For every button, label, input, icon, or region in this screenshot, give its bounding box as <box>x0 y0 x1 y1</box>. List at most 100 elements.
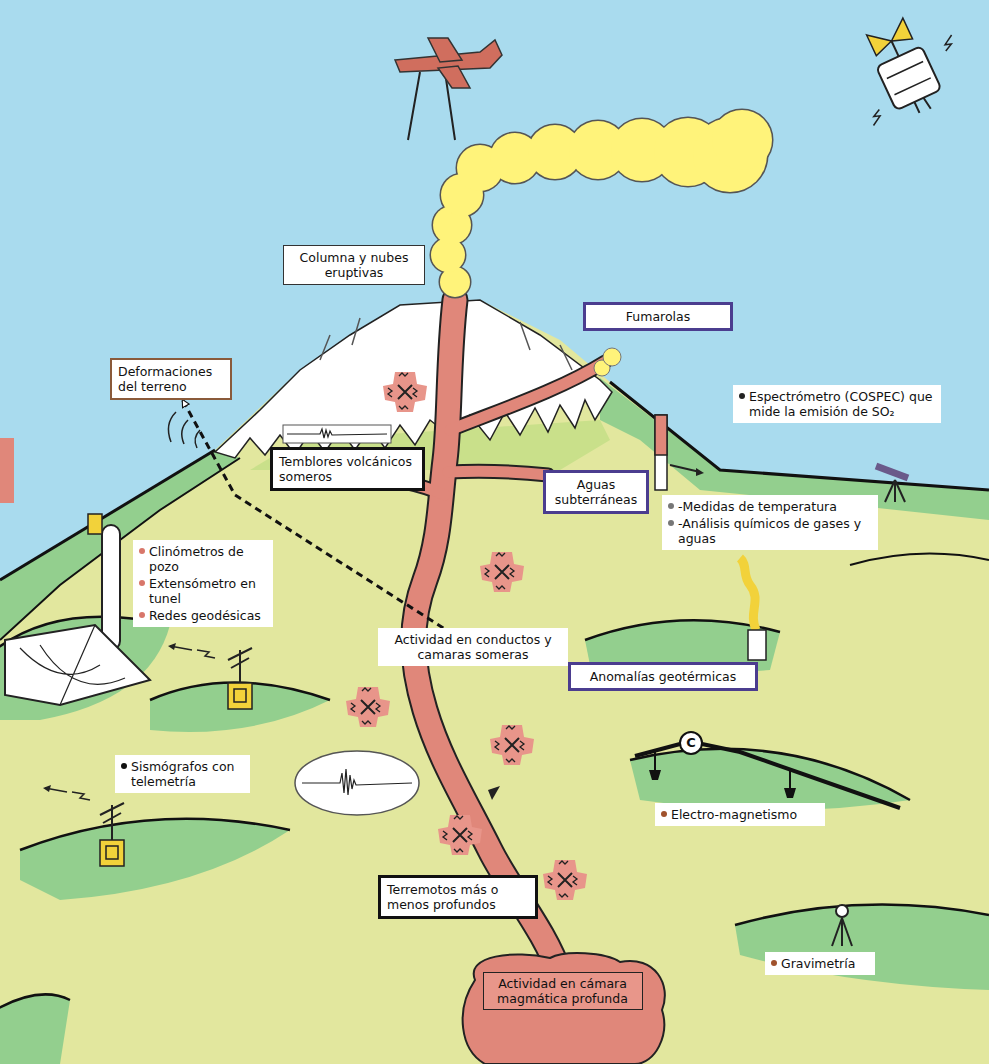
eruption-plume <box>431 110 772 297</box>
grass-patches <box>20 819 290 850</box>
fumarole-puff <box>603 348 621 366</box>
electromagnetic-circuit <box>649 770 796 798</box>
earthquake-symbols <box>438 815 482 855</box>
instrument-box: Sismógrafos con telemetría <box>115 755 250 793</box>
label-box: Terremotos más o menos profundos <box>378 875 538 919</box>
instrument-box: -Medidas de temperatura -Análisis químico… <box>662 495 878 550</box>
circuit-symbol-letter: C <box>684 736 698 749</box>
node-text: Deformaciones del terreno <box>118 364 224 394</box>
seismograph-station <box>43 643 252 866</box>
magma-chamber: Actividad en cámara magmática profunda <box>455 950 670 1064</box>
seismograph-station <box>228 648 252 683</box>
magma-conduit <box>488 786 500 800</box>
node-text: Electro-magnetismo <box>661 807 819 822</box>
node-text: Anomalías geotérmicas <box>577 669 749 684</box>
earthquake-symbols <box>480 552 524 592</box>
gravimeter <box>832 905 852 946</box>
earthquake-symbols <box>383 372 427 412</box>
earthquake-symbols <box>490 725 534 765</box>
cospec-telescope <box>885 480 905 502</box>
slope-lines <box>168 412 200 448</box>
edge-marker <box>0 438 14 503</box>
well-clinometer <box>88 514 102 534</box>
node-text: Fumarolas <box>592 309 724 324</box>
seismogram <box>295 751 419 815</box>
label-box: Columna y nubes eruptivas <box>283 245 425 285</box>
satellite <box>887 62 931 95</box>
node-text: -Medidas de temperatura <box>668 499 872 514</box>
geothermal-vent <box>740 558 756 630</box>
ground <box>0 300 989 1064</box>
node-text: Actividad en conductos y camaras someras <box>384 632 562 662</box>
grass-patches <box>630 749 910 810</box>
electromagnetic-circuit <box>635 732 900 808</box>
seismogram <box>283 425 391 443</box>
gravimeter <box>832 918 852 946</box>
slope-lines <box>610 382 989 490</box>
electromagnetic-circuit <box>655 752 790 788</box>
instrument-box: Electro-magnetismo <box>655 803 825 826</box>
water-probe <box>696 468 704 476</box>
seismograph-station <box>234 689 246 702</box>
node-text: Sismógrafos con telemetría <box>121 759 244 789</box>
seismograph-station <box>106 846 118 859</box>
grass-patches <box>735 905 989 925</box>
earthquake-symbols <box>543 860 587 900</box>
snow-cap <box>215 300 612 458</box>
node-text: Extensómetro en tunel <box>139 576 267 606</box>
eruption-plume <box>431 110 772 297</box>
snow-cap <box>215 300 612 458</box>
satellite <box>876 46 942 111</box>
grass-patches <box>0 617 170 720</box>
satellite <box>867 18 913 56</box>
eruption-plume <box>431 110 772 297</box>
label-box: Anomalías geotérmicas <box>568 662 758 691</box>
instrument-box: Clinómetros de pozoExtensómetro en tunel… <box>133 540 273 627</box>
well-clinometer <box>102 525 120 650</box>
seismograph-station <box>43 785 51 792</box>
label-box: Aguas subterráneas <box>543 470 649 514</box>
airplane <box>395 38 502 140</box>
grass-patches <box>0 554 989 1064</box>
label-box: Fumarolas <box>583 302 733 331</box>
node-text: Gravimetría <box>771 956 869 971</box>
earthquake-symbols <box>346 687 390 727</box>
seismogram <box>302 769 412 795</box>
fumarole-puff <box>594 348 621 376</box>
grass-patches <box>150 683 330 733</box>
label-box: Temblores volcánicos someros <box>270 447 425 491</box>
node-text: Terremotos más o menos profundos <box>387 882 529 912</box>
airplane <box>428 38 470 88</box>
electromagnetic-circuit <box>680 732 702 754</box>
gravimeter <box>836 905 848 917</box>
node-text: Clinómetros de pozo <box>139 544 267 574</box>
node-text: Columna y nubes eruptivas <box>290 250 418 280</box>
label-box: Actividad en conductos y camaras someras <box>378 628 568 666</box>
eruption-plume <box>712 110 772 170</box>
cospec-telescope <box>876 466 908 502</box>
geothermal-vent <box>748 630 766 660</box>
seismogram <box>287 429 387 438</box>
node-text: Espectrómetro (COSPEC) que mide la emisi… <box>739 389 935 419</box>
node-text: Redes geodésicas <box>139 608 267 623</box>
tunnel <box>20 625 125 705</box>
cospec-telescope <box>876 466 908 478</box>
edge-marker <box>0 438 14 503</box>
water-probe <box>655 415 667 455</box>
node-text: -Análisis químicos de gases y aguas <box>668 516 872 546</box>
seismograph-station <box>100 803 124 840</box>
eruption-plume <box>712 110 772 170</box>
satellite <box>891 41 898 56</box>
tunnel <box>5 625 150 705</box>
grass-patches <box>20 819 290 900</box>
node-text: Temblores volcánicos someros <box>279 454 416 484</box>
node-text: Aguas subterráneas <box>552 477 640 507</box>
satellite <box>914 97 930 114</box>
seismograph-station <box>168 643 176 650</box>
seismograph-station <box>45 788 90 800</box>
grass-patches <box>850 554 989 565</box>
water-probe <box>670 465 700 472</box>
seismograph-station <box>228 683 252 709</box>
